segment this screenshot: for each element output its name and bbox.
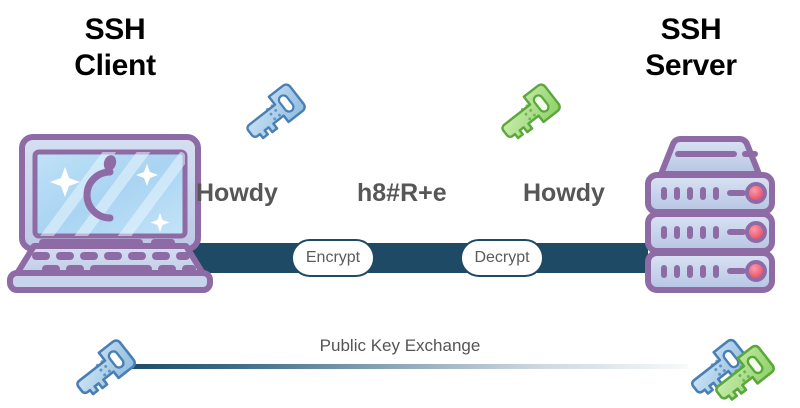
client-title: SSH Client bbox=[20, 12, 210, 84]
blue-key-icon bbox=[245, 82, 307, 146]
laptop-icon bbox=[7, 133, 213, 293]
client-title-line1: SSH bbox=[84, 13, 146, 46]
green-key-icon bbox=[500, 82, 562, 146]
blue-green-key-pair-icon bbox=[686, 330, 790, 408]
ciphertext-label: h8#R+e bbox=[357, 179, 447, 207]
client-title-line2: Client bbox=[74, 49, 156, 82]
public-key-exchange-line bbox=[128, 364, 688, 369]
server-title-line2: Server bbox=[645, 49, 737, 82]
public-key-exchange-label: Public Key Exchange bbox=[319, 336, 481, 355]
plaintext-out-label: Howdy bbox=[196, 179, 278, 207]
encrypt-node[interactable]: Encrypt bbox=[291, 239, 375, 277]
server-rack-icon bbox=[628, 130, 792, 295]
blue-key-icon bbox=[66, 332, 146, 408]
plaintext-in-label: Howdy bbox=[523, 179, 605, 207]
decrypt-node[interactable]: Decrypt bbox=[460, 239, 544, 277]
server-title: SSH Server bbox=[596, 12, 786, 84]
encrypted-channel-bar bbox=[188, 243, 648, 273]
server-title-line1: SSH bbox=[660, 13, 722, 46]
